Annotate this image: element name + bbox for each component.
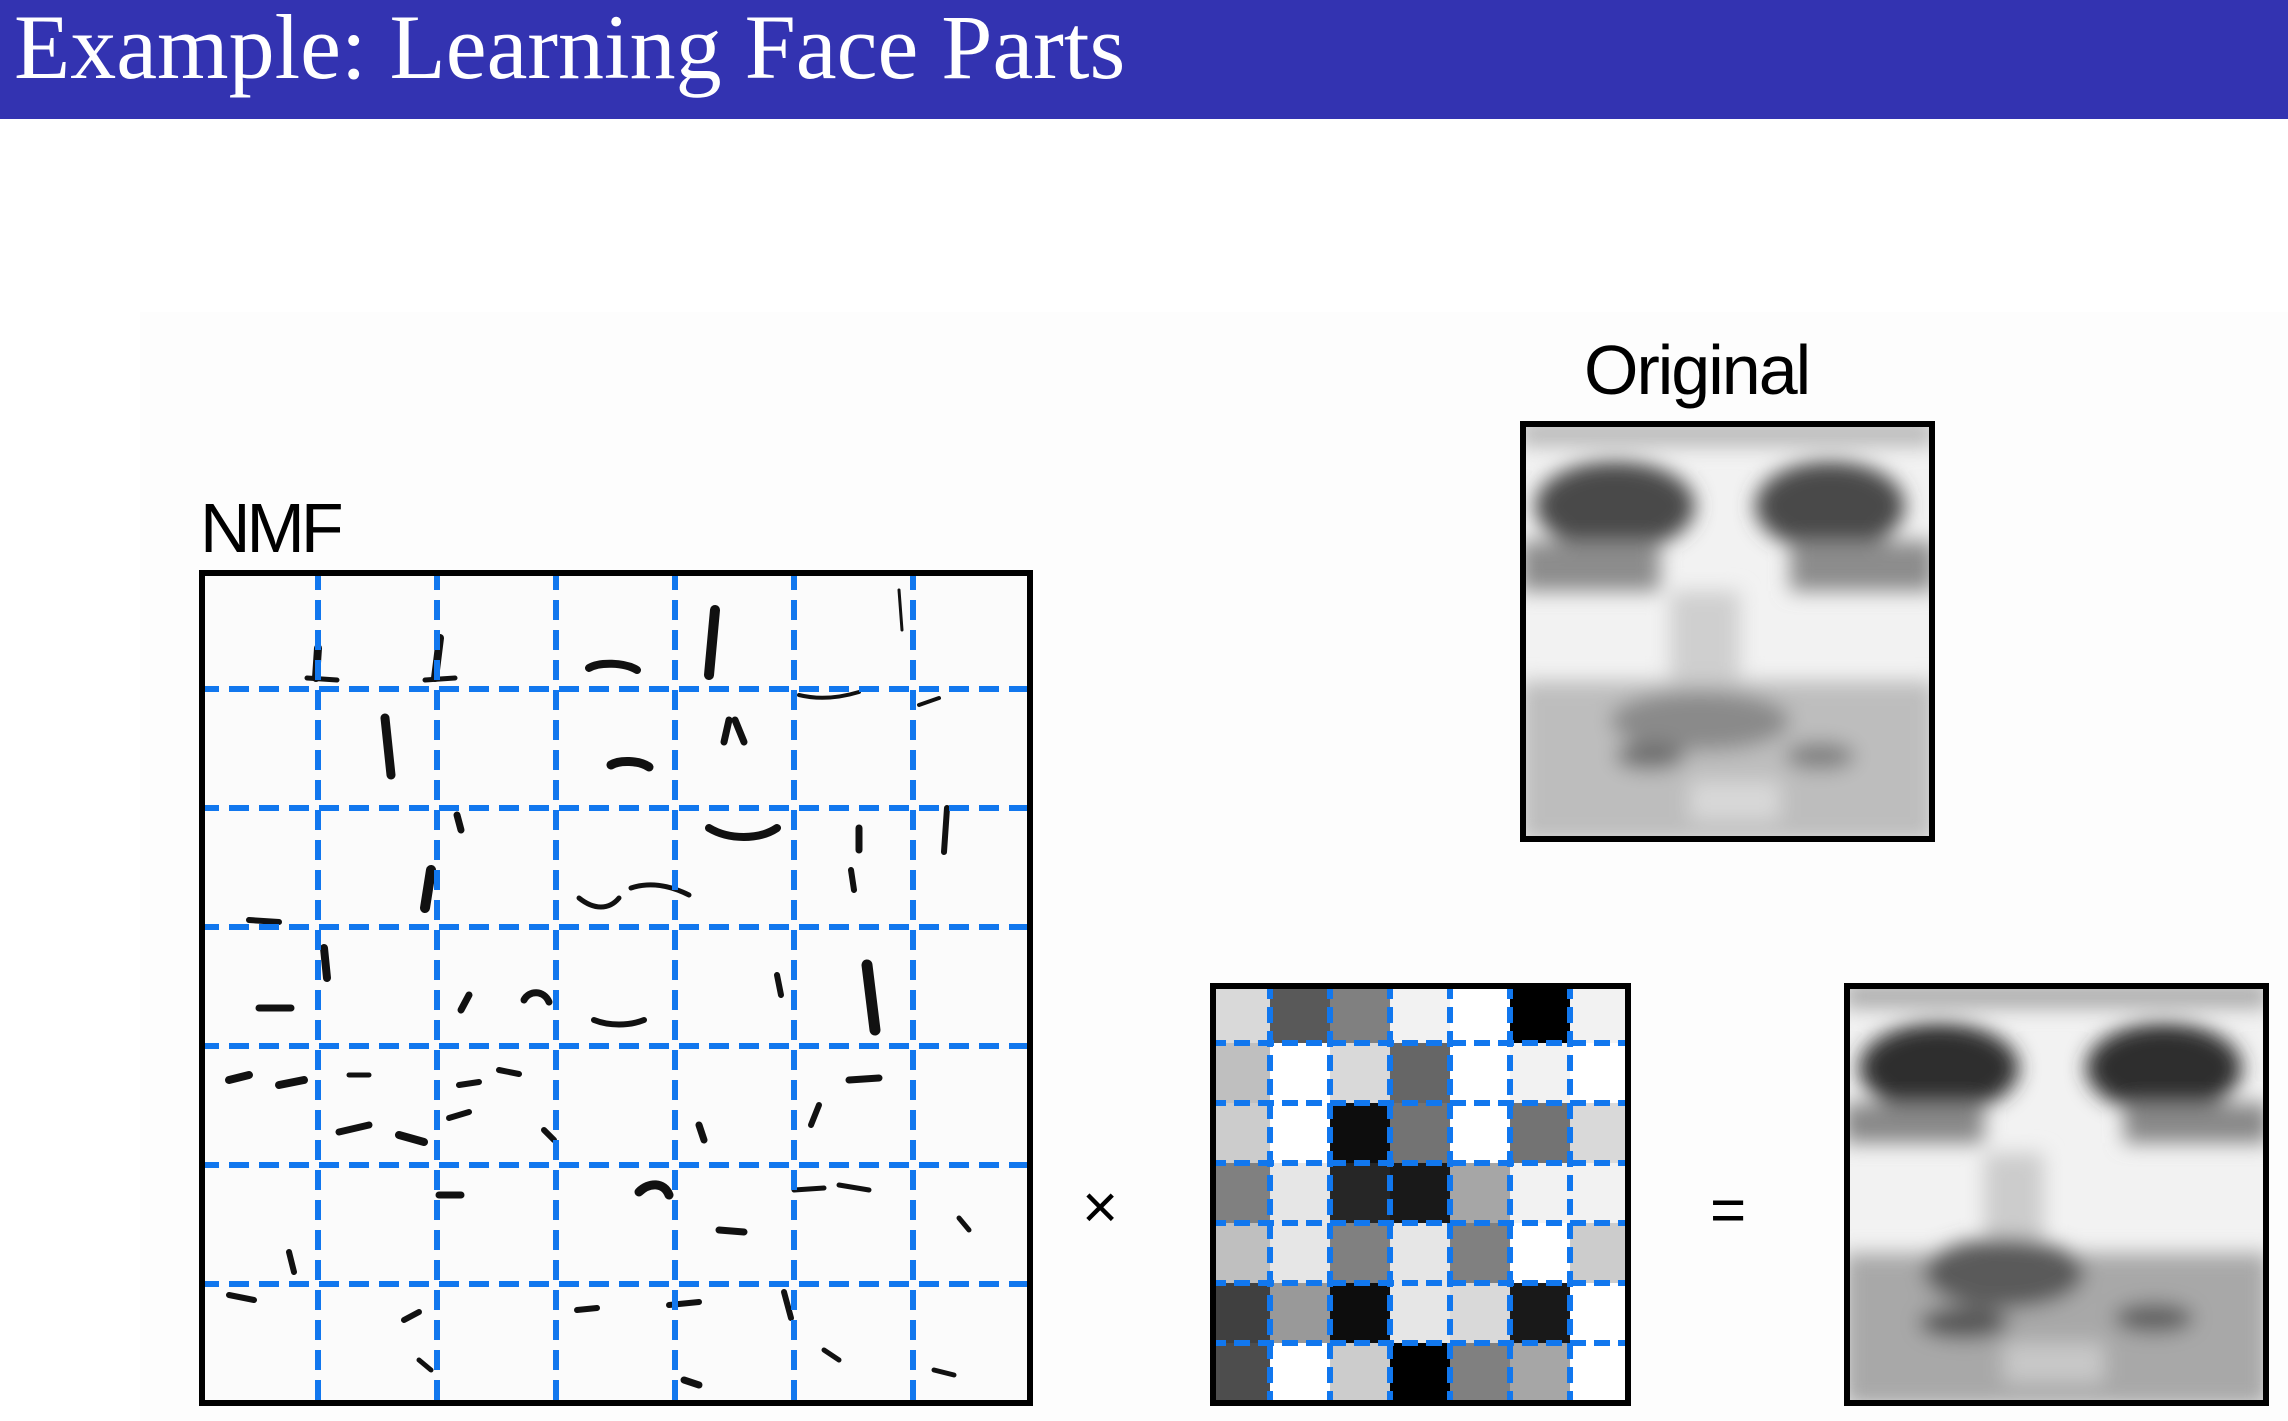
slide-title: Example: Learning Face Parts [14,0,1126,98]
coefficient-cell [1510,1163,1571,1224]
coefficient-cell [1510,1343,1571,1404]
reconstructed-face-image [1844,983,2269,1406]
coefficient-cell [1330,1163,1391,1224]
coefficient-cell [1510,1283,1571,1344]
coefficient-grid-lines [1210,983,1631,1406]
coefficient-cell [1510,1043,1571,1104]
coefficient-cell [1390,1103,1451,1164]
coefficient-cell [1270,1343,1331,1404]
coefficient-cell [1270,1223,1331,1284]
title-bar: Example: Learning Face Parts [0,0,2288,119]
nmf-basis-images [199,570,1033,1406]
coefficient-matrix [1210,983,1631,1406]
coefficient-cell [1210,1343,1271,1404]
coefficient-cell [1450,1343,1511,1404]
coefficient-cell [1450,1043,1511,1104]
coefficient-cell [1510,983,1571,1044]
nmf-label: NMF [200,489,344,567]
coefficient-cell [1450,983,1511,1044]
coefficient-cell [1210,983,1271,1044]
coefficient-cell [1270,1283,1331,1344]
equals-icon: = [1710,1176,1747,1245]
coefficient-cell [1510,1103,1571,1164]
coefficient-cell [1270,1043,1331,1104]
coefficient-cell [1210,1283,1271,1344]
coefficient-cell [1390,1163,1451,1224]
coefficient-cell [1450,1103,1511,1164]
coefficient-cell [1330,1043,1391,1104]
coefficient-cell [1210,1223,1271,1284]
coefficient-cell [1210,1103,1271,1164]
coefficient-cell [1330,1283,1391,1344]
coefficient-cell [1450,1223,1511,1284]
coefficient-cell [1570,1343,1631,1404]
original-face-image [1520,421,1935,842]
coefficient-cell [1270,983,1331,1044]
coefficient-cell [1450,1283,1511,1344]
coefficient-cell [1330,1103,1391,1164]
coefficient-cell [1210,1163,1271,1224]
multiply-icon: × [1082,1173,1119,1242]
coefficient-cell [1390,1343,1451,1404]
coefficient-cell [1210,1043,1271,1104]
basis-grid-lines [199,570,1033,1406]
coefficient-cell [1510,1223,1571,1284]
coefficient-cell [1570,1103,1631,1164]
coefficient-cell [1570,1163,1631,1224]
coefficient-cell [1270,1103,1331,1164]
coefficient-cell [1570,1283,1631,1344]
coefficient-cell [1270,1163,1331,1224]
coefficient-cell [1390,1283,1451,1344]
coefficient-cell [1390,1043,1451,1104]
coefficient-cell [1570,1043,1631,1104]
coefficient-cell [1570,983,1631,1044]
coefficient-cell [1330,1343,1391,1404]
coefficient-cell [1330,1223,1391,1284]
coefficient-cell [1390,1223,1451,1284]
coefficient-cell [1330,983,1391,1044]
coefficient-cell [1570,1223,1631,1284]
original-label: Original [1584,331,1811,409]
coefficient-cell [1390,983,1451,1044]
coefficient-cell [1450,1163,1511,1224]
